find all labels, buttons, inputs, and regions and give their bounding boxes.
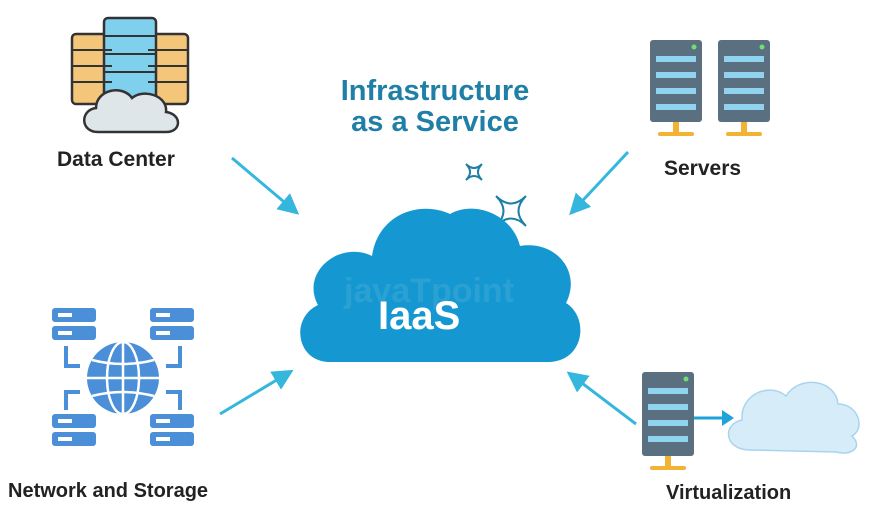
data-center-label: Data Center bbox=[57, 148, 175, 171]
servers-icon bbox=[650, 40, 770, 136]
iaas-label: IaaS bbox=[378, 294, 461, 338]
network-storage-label: Network and Storage bbox=[8, 480, 209, 502]
arrow-virtualization bbox=[566, 371, 637, 426]
virtualization-icon bbox=[642, 372, 860, 470]
arrow-datacenter bbox=[231, 156, 300, 215]
servers-label: Servers bbox=[664, 157, 742, 180]
title-line-1: Infrastructure bbox=[340, 75, 530, 107]
arrows bbox=[219, 150, 637, 426]
sparkle-icon bbox=[465, 163, 527, 227]
diagram-title: Infrastructure as a Service bbox=[300, 76, 570, 138]
watermark-text: javaTpoint bbox=[344, 272, 515, 310]
arrow-servers bbox=[569, 150, 630, 216]
data-center-icon bbox=[70, 16, 190, 134]
iaas-cloud bbox=[300, 208, 581, 362]
network-globe-icon bbox=[52, 308, 194, 446]
virtualization-label: Virtualization bbox=[666, 482, 792, 504]
arrow-network bbox=[219, 369, 294, 416]
title-line-2: as a Service bbox=[351, 106, 519, 138]
